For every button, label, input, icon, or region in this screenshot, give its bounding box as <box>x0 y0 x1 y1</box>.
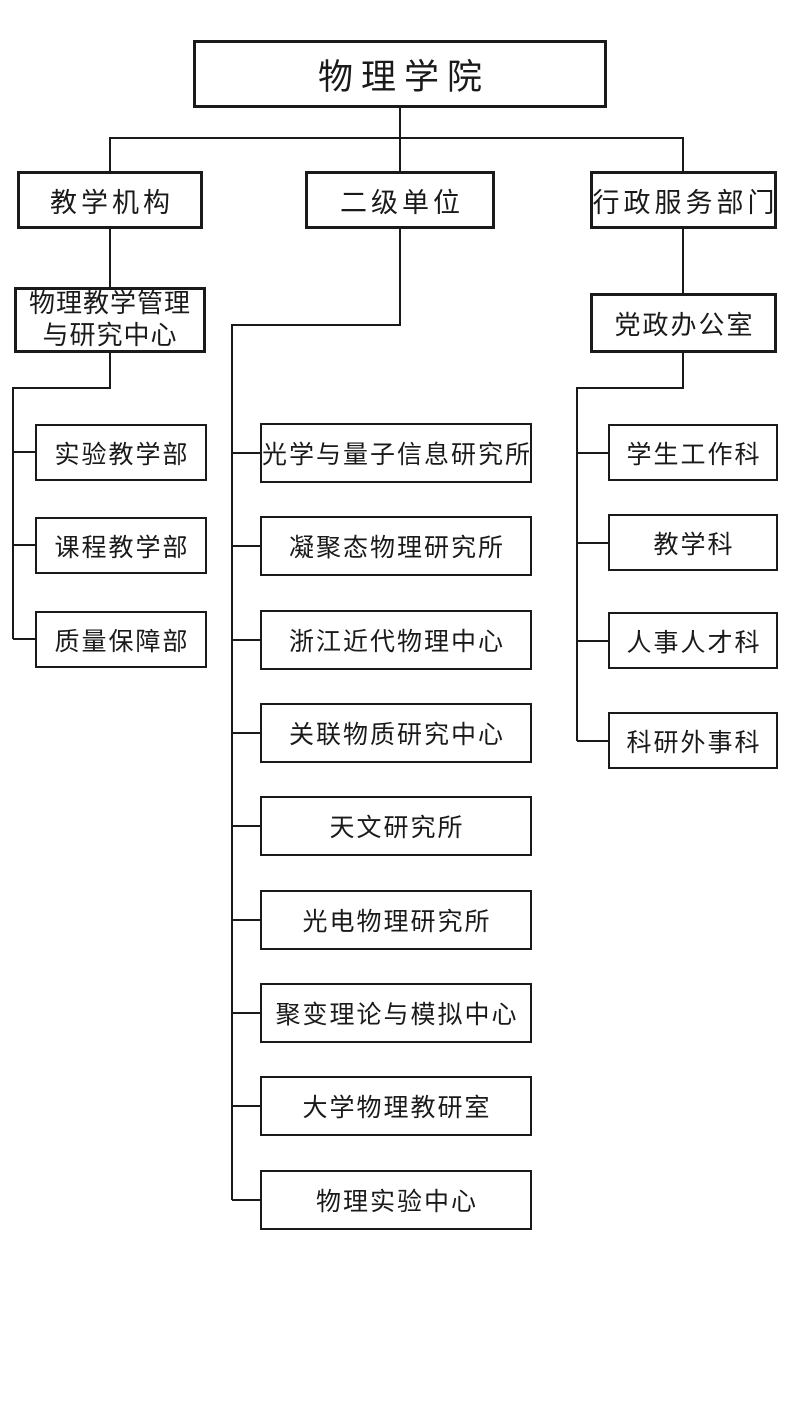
connector-middle-trunk <box>231 229 401 1201</box>
node-hr-talent-section: 人事人才科 <box>608 612 778 669</box>
node-teaching-section: 教学科 <box>608 514 778 571</box>
node-party-government-office: 党政办公室 <box>590 293 777 353</box>
node-administrative-service-departments: 行政服务部门 <box>590 171 777 229</box>
node-correlated-matter-research-center: 关联物质研究中心 <box>260 703 532 763</box>
node-university-physics-teaching-office: 大学物理教研室 <box>260 1076 532 1136</box>
node-optics-quantum-info-institute: 光学与量子信息研究所 <box>260 423 532 483</box>
node-zhejiang-modern-physics-center: 浙江近代物理中心 <box>260 610 532 670</box>
connector-left-trunk <box>12 353 111 640</box>
node-research-foreign-affairs-section: 科研外事科 <box>608 712 778 769</box>
connector-right-trunk <box>576 353 684 742</box>
node-condensed-matter-institute: 凝聚态物理研究所 <box>260 516 532 576</box>
node-course-teaching-dept: 课程教学部 <box>35 517 207 574</box>
node-teaching-organizations: 教学机构 <box>17 171 203 229</box>
node-experimental-teaching-dept: 实验教学部 <box>35 424 207 481</box>
node-secondary-units: 二级单位 <box>305 171 495 229</box>
node-physics-school: 物理学院 <box>193 40 607 108</box>
node-quality-assurance-dept: 质量保障部 <box>35 611 207 668</box>
node-astronomy-institute: 天文研究所 <box>260 796 532 856</box>
node-physics-experiment-center: 物理实验中心 <box>260 1170 532 1230</box>
node-optoelectronic-physics-institute: 光电物理研究所 <box>260 890 532 950</box>
node-student-affairs-section: 学生工作科 <box>608 424 778 481</box>
node-physics-teaching-management-research-center: 物理教学管理与研究中心 <box>14 287 206 353</box>
node-fusion-theory-simulation-center: 聚变理论与模拟中心 <box>260 983 532 1043</box>
connector-root-to-level2 <box>109 108 684 171</box>
